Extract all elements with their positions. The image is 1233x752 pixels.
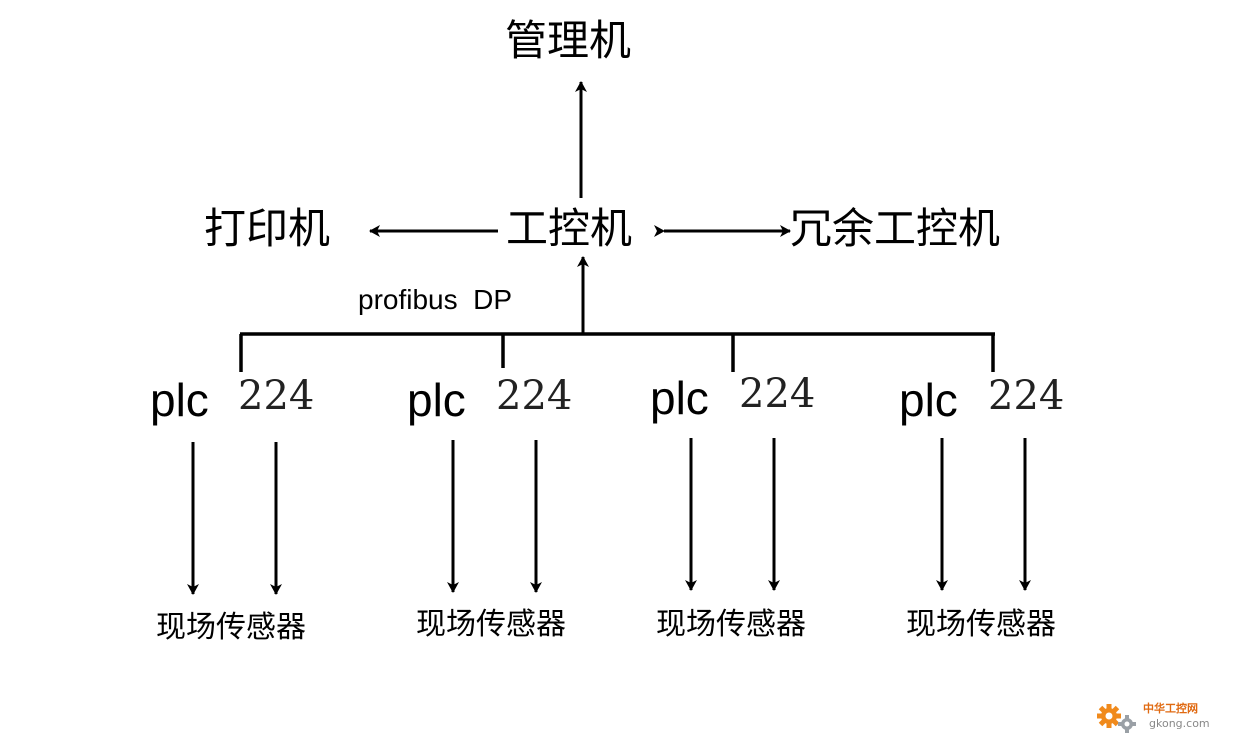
sensor-label-3: 现场传感器: [656, 607, 806, 642]
gear-icon: [1097, 704, 1136, 733]
printer-node: 打印机: [204, 204, 331, 253]
plc-label-2: plc: [407, 374, 466, 426]
watermark-text-cn: 中华工控网: [1143, 702, 1198, 715]
management-node: 管理机: [505, 16, 632, 65]
plc-model-3: 224: [739, 371, 816, 417]
sensor-label-1: 现场传感器: [156, 610, 306, 645]
watermark-text-url: gkong.com: [1149, 717, 1210, 730]
redundant-pc-node: 冗余工控机: [790, 204, 1001, 253]
plc-label-4: plc: [899, 374, 958, 426]
industrial-pc-node: 工控机: [506, 204, 633, 253]
plc-model-4: 224: [988, 373, 1065, 419]
plc-model-2: 224: [496, 373, 573, 419]
plc-label-1: plc: [150, 374, 209, 426]
plc-label-3: plc: [650, 372, 709, 424]
bus-label: profibus DP: [358, 284, 513, 315]
plc-model-1: 224: [238, 373, 315, 419]
sensor-label-4: 现场传感器: [906, 607, 1056, 642]
sensor-label-2: 现场传感器: [416, 607, 566, 642]
watermark-logo: 中华工控网 gkong.com: [1095, 698, 1227, 738]
